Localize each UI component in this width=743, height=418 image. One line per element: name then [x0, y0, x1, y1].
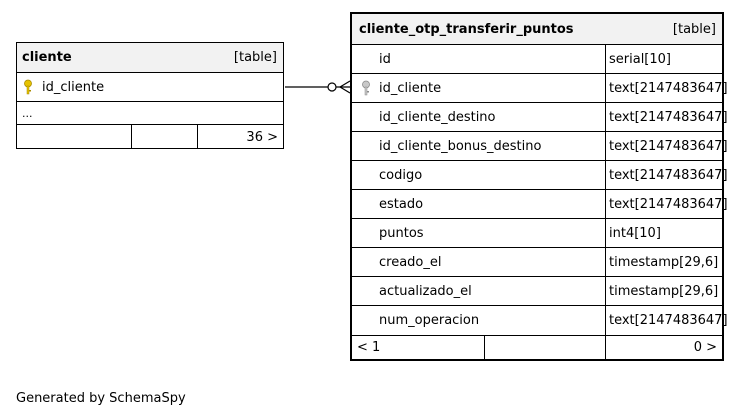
many-cardinality-icon — [339, 80, 351, 88]
foreign-key-icon — [361, 74, 371, 102]
column-row: id_cliente_destino text[2147483647] — [352, 103, 728, 131]
table-footer: < 1 0 > — [352, 336, 722, 359]
column-name: id_cliente — [42, 79, 105, 95]
column-name: id_cliente_destino — [379, 109, 496, 125]
generated-by-text: Generated by SchemaSpy — [16, 391, 186, 406]
column-type: int4[10] — [609, 225, 661, 241]
column-row: creado_el timestamp[29,6] — [352, 248, 722, 276]
parents-count-link[interactable]: < 1 — [357, 340, 381, 355]
table-cliente-otp-transferir-puntos: cliente_otp_transferir_puntos [table] id… — [350, 12, 728, 361]
column-type: timestamp[29,6] — [609, 254, 719, 270]
column-name: id — [379, 51, 391, 67]
column-type: timestamp[29,6] — [609, 283, 719, 299]
column-type: text[2147483647] — [609, 109, 728, 125]
table-header: cliente_otp_transferir_puntos [table] — [352, 14, 722, 44]
table-header: cliente [table] — [17, 43, 283, 73]
column-name: actualizado_el — [379, 283, 472, 299]
column-row: puntos int4[10] — [352, 219, 722, 247]
primary-key-icon — [23, 73, 33, 101]
children-count-link[interactable]: 0 > — [693, 340, 717, 355]
column-name: id_cliente — [379, 80, 442, 96]
column-row: actualizado_el timestamp[29,6] — [352, 277, 722, 305]
column-name: puntos — [379, 225, 424, 241]
column-row: num_operacion text[2147483647] — [352, 306, 728, 335]
column-row: id_cliente — [17, 73, 283, 102]
table-name: cliente — [22, 50, 72, 65]
column-row: estado text[2147483647] — [352, 190, 728, 218]
column-type: serial[10] — [609, 51, 671, 67]
column-type: text[2147483647] — [609, 313, 728, 328]
column-type: text[2147483647] — [609, 138, 728, 154]
ellipsis-text: ... — [22, 106, 33, 120]
column-row: id_cliente_bonus_destino text[2147483647… — [352, 132, 728, 160]
column-name: estado — [379, 196, 424, 212]
column-row: id_cliente text[2147483647] — [352, 74, 728, 102]
column-name: codigo — [379, 167, 423, 183]
column-row: codigo text[2147483647] — [352, 161, 728, 189]
optional-cardinality-icon — [327, 82, 337, 92]
column-type: text[2147483647] — [609, 196, 728, 212]
ellipsis-row: ... — [17, 102, 283, 125]
table-name: cliente_otp_transferir_puntos — [359, 21, 574, 37]
table-cliente: cliente [table] id_cliente ... 36 > — [16, 42, 284, 149]
table-footer: 36 > — [17, 125, 283, 149]
column-name: creado_el — [379, 254, 442, 270]
column-name: num_operacion — [379, 313, 480, 328]
children-count-link[interactable]: 36 > — [246, 129, 278, 145]
column-name: id_cliente_bonus_destino — [379, 138, 542, 154]
column-type: text[2147483647] — [609, 167, 728, 183]
table-tag: [table] — [233, 50, 277, 65]
column-row: id serial[10] — [352, 45, 722, 73]
column-type: text[2147483647] — [609, 80, 728, 96]
table-tag: [table] — [672, 21, 716, 37]
